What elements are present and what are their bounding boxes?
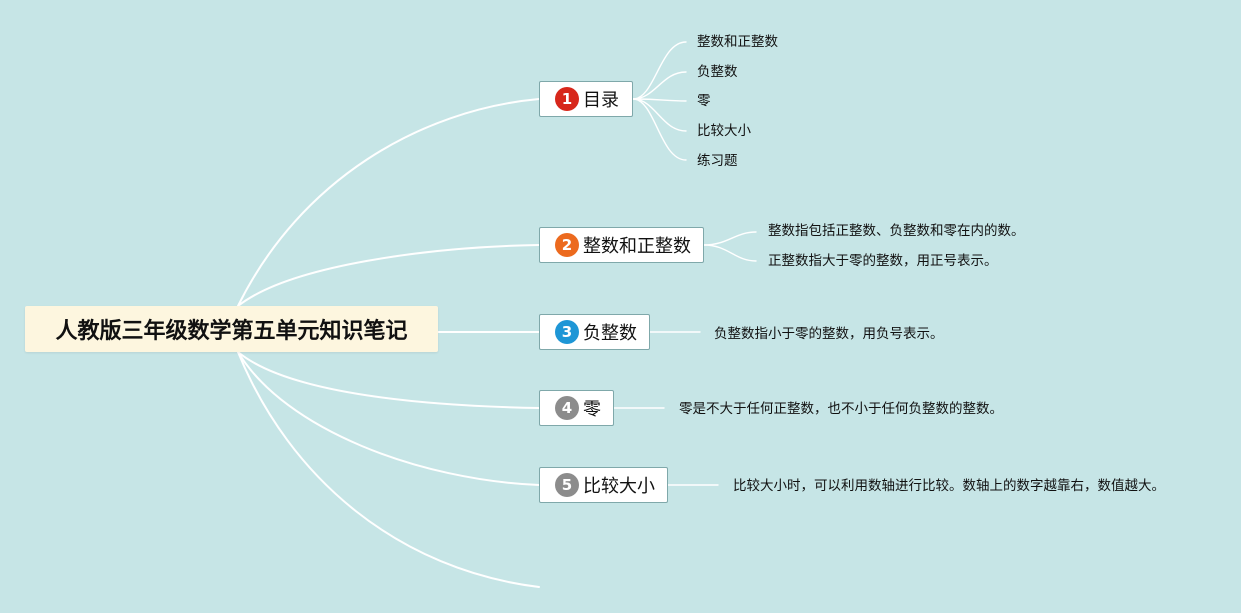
topic-label: 目录: [583, 90, 619, 111]
connector-root-topic-1: [237, 98, 540, 307]
connector-topic-1-child-2: [632, 71, 687, 100]
subtopic-item[interactable]: 零: [697, 93, 711, 109]
topic-integers-positive[interactable]: 2 整数和正整数: [539, 227, 704, 263]
number-5-icon: 5: [555, 473, 579, 497]
subtopic-item[interactable]: 练习题: [697, 153, 738, 169]
topic-compare-size[interactable]: 5 比较大小: [539, 467, 668, 503]
connector-root-extra: [237, 351, 540, 588]
subtopic-item[interactable]: 比较大小: [697, 123, 751, 139]
number-3-icon: 3: [555, 320, 579, 344]
number-2-icon: 2: [555, 233, 579, 257]
topic-label: 零: [583, 399, 601, 420]
number-1-icon: 1: [555, 87, 579, 111]
subtopic-item[interactable]: 负整数: [697, 64, 738, 80]
subtopic-item[interactable]: 整数指包括正整数、负整数和零在内的数。: [768, 223, 1025, 239]
connector-topic-1-child-4: [632, 98, 687, 132]
subtopic-item[interactable]: 负整数指小于零的整数，用负号表示。: [714, 326, 944, 342]
subtopic-item[interactable]: 正整数指大于零的整数，用正号表示。: [768, 253, 998, 269]
connector-topic-1-child-3: [632, 98, 687, 102]
subtopic-item[interactable]: 比较大小时，可以利用数轴进行比较。数轴上的数字越靠右，数值越大。: [733, 478, 1165, 494]
connector-topic-2-child-1: [703, 231, 757, 246]
connector-topic-1-child-5: [632, 98, 687, 161]
connector-topic-1-child-1: [632, 41, 687, 100]
topic-label: 比较大小: [583, 476, 655, 497]
subtopic-item[interactable]: 整数和正整数: [697, 34, 778, 50]
topic-label: 负整数: [583, 323, 637, 344]
root-topic[interactable]: 人教版三年级数学第五单元知识笔记: [25, 306, 438, 352]
connector-root-topic-4: [237, 351, 540, 409]
topic-negative-integers[interactable]: 3 负整数: [539, 314, 650, 350]
connector-topic-2-child-2: [703, 244, 757, 262]
topic-zero[interactable]: 4 零: [539, 390, 614, 426]
topic-directory[interactable]: 1 目录: [539, 81, 633, 117]
connector-root-topic-5: [237, 351, 540, 486]
connector-root-topic-2: [237, 244, 540, 307]
subtopic-item[interactable]: 零是不大于任何正整数，也不小于任何负整数的整数。: [679, 401, 1003, 417]
topic-label: 整数和正整数: [583, 236, 691, 257]
number-4-icon: 4: [555, 396, 579, 420]
root-topic-label: 人教版三年级数学第五单元知识笔记: [55, 319, 408, 344]
